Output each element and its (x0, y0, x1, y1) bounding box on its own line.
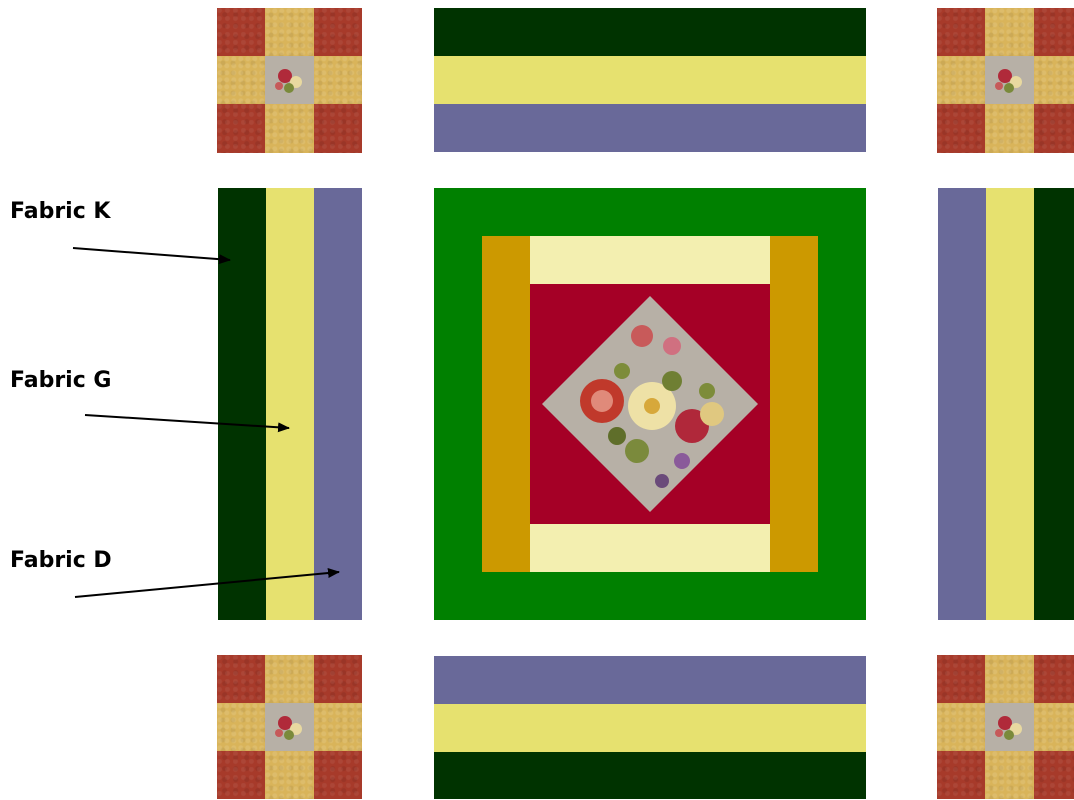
arrow-fabric-k (73, 248, 230, 260)
arrow-fabric-g (85, 415, 289, 428)
arrow-fabric-d (75, 572, 339, 597)
